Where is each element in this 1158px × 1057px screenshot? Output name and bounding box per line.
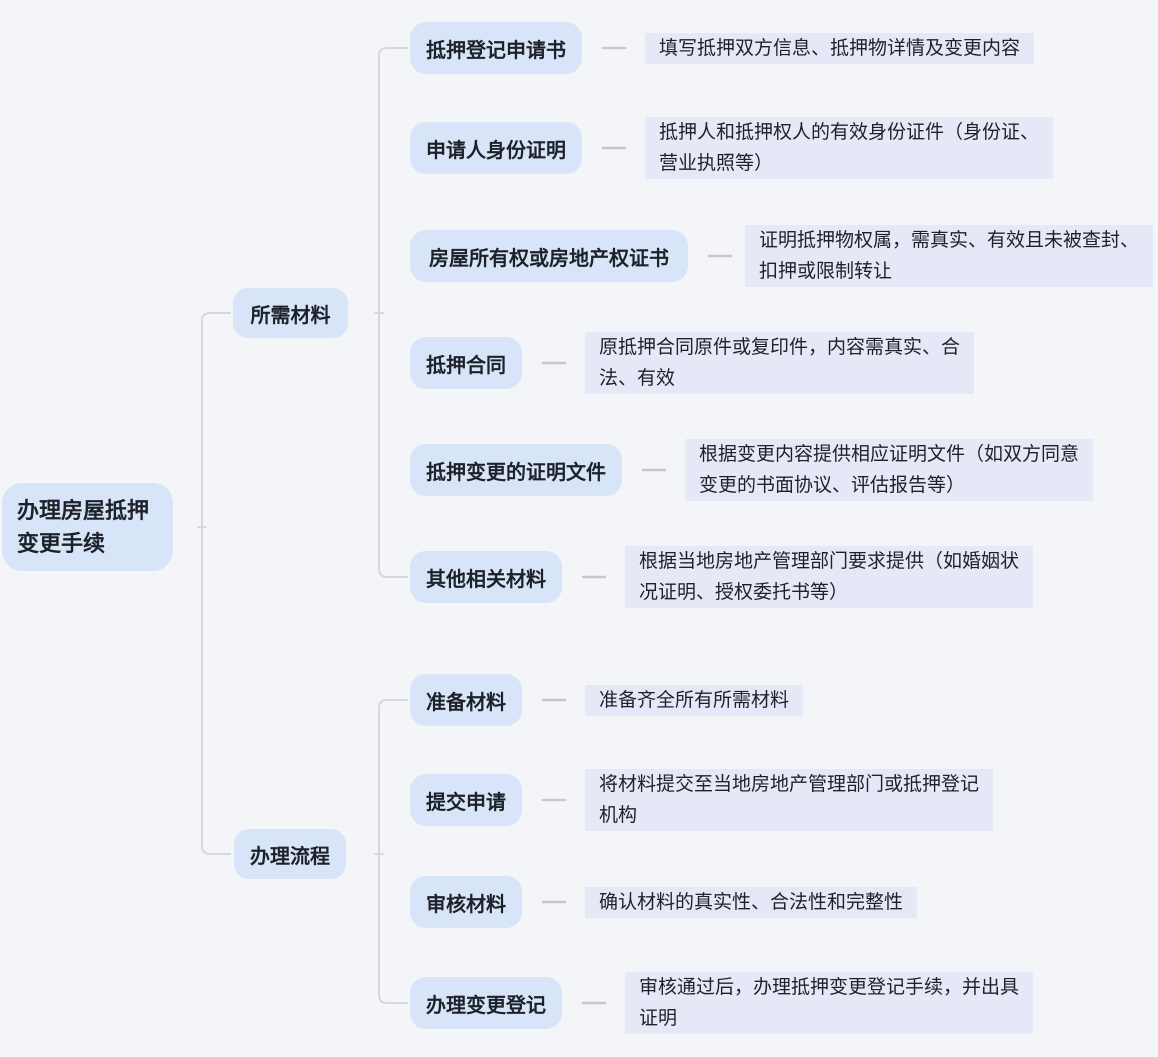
description-node[interactable]: 准备齐全所有所需材料 [585,684,804,716]
description-line: 确认材料的真实性、合法性和完整性 [599,891,904,913]
leaf-node-label: 其他相关材料 [426,568,546,591]
description-line: 变更的书面协议、评估报告等） [699,475,966,496]
leaf-node-label: 抵押变更的证明文件 [426,461,606,484]
leaf-node-label: 房屋所有权或房地产权证书 [429,247,669,270]
branch-node-label: 所需材料 [250,304,331,327]
description-line: 况证明、授权委托书等） [639,582,849,603]
description-line: 审核通过后，办理抵押变更登记手续，并出具 [639,977,1020,998]
description-node[interactable]: 填写抵押双方信息、抵押物详情及变更内容 [645,32,1035,64]
leaf-node[interactable]: 准备材料 [410,674,522,726]
description-line: 证明抵押物权属，需真实、有效且未被查封、 [759,230,1140,251]
leaf-node[interactable]: 其他相关材料 [410,551,562,603]
description-node[interactable]: 抵押人和抵押权人的有效身份证件（身份证、营业执照等） [645,117,1054,179]
root-node-label-line: 变更手续 [17,531,106,556]
leaf-node[interactable]: 抵押登记申请书 [410,22,582,74]
leaf-node[interactable]: 抵押变更的证明文件 [410,444,622,496]
description-line: 营业执照等） [659,153,774,174]
description-line: 扣押或限制转让 [759,261,893,282]
root-node-label-line: 办理房屋抵押 [17,498,150,523]
root-node[interactable]: 办理房屋抵押 变更手续 [2,483,173,571]
leaf-node-label: 抵押登记申请书 [426,39,566,62]
leaf-node[interactable]: 房屋所有权或房地产权证书 [410,230,688,282]
leaf-node-label: 申请人身份证明 [426,139,566,162]
description-line: 机构 [599,805,638,826]
leaf-node[interactable]: 抵押合同 [410,337,522,389]
branch-node[interactable]: 办理流程 [234,829,346,879]
description-node[interactable]: 确认材料的真实性、合法性和完整性 [585,886,918,918]
leaf-node-label: 提交申请 [426,791,506,814]
description-line: 原抵押合同原件或复印件，内容需真实、合 [599,337,961,358]
leaf-node[interactable]: 审核材料 [410,876,522,928]
description-node[interactable]: 将材料提交至当地房地产管理部门或抵押登记机构 [585,769,994,831]
description-node[interactable]: 根据变更内容提供相应证明文件（如双方同意变更的书面协议、评估报告等） [685,439,1094,501]
description-line: 法、有效 [599,368,676,389]
leaf-node-label: 办理变更登记 [426,994,546,1017]
description-line: 根据变更内容提供相应证明文件（如双方同意 [699,444,1080,465]
description-node[interactable]: 审核通过后，办理抵押变更登记手续，并出具证明 [625,972,1034,1034]
description-line: 根据当地房地产管理部门要求提供（如婚姻状 [639,551,1020,572]
description-node[interactable]: 证明抵押物权属，需真实、有效且未被查封、扣押或限制转让 [745,225,1154,287]
description-line: 准备齐全所有所需材料 [599,689,790,711]
branch-node-label: 办理流程 [250,845,330,868]
leaf-node-label: 抵押合同 [426,354,506,377]
description-line: 抵押人和抵押权人的有效身份证件（身份证、 [659,122,1040,143]
leaf-node[interactable]: 申请人身份证明 [410,122,582,174]
leaf-node[interactable]: 提交申请 [410,774,522,826]
leaf-node-label: 准备材料 [426,691,506,714]
branch-node[interactable]: 所需材料 [233,288,348,338]
leaf-node[interactable]: 办理变更登记 [410,977,562,1029]
description-line: 证明 [639,1008,678,1029]
description-line: 将材料提交至当地房地产管理部门或抵押登记 [599,774,980,795]
description-node[interactable]: 根据当地房地产管理部门要求提供（如婚姻状况证明、授权委托书等） [625,546,1034,608]
leaf-node-label: 审核材料 [426,893,506,916]
description-node[interactable]: 原抵押合同原件或复印件，内容需真实、合法、有效 [585,332,975,394]
description-line: 填写抵押双方信息、抵押物详情及变更内容 [659,37,1021,59]
